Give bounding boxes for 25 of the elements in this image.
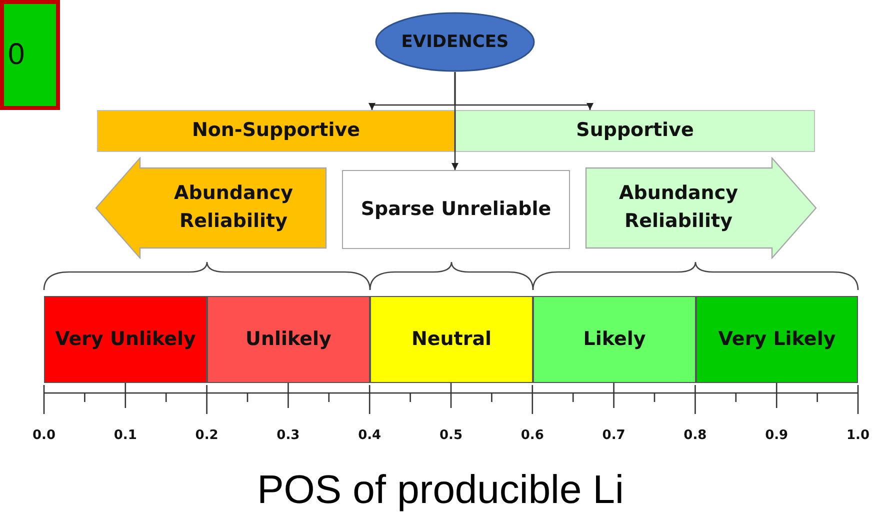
left-arrow-shape: Abundancy Reliability xyxy=(95,157,327,259)
tick-label: 0.6 xyxy=(520,428,544,443)
tick-label: 0.5 xyxy=(439,428,463,443)
scale-segment: Likely xyxy=(533,296,696,383)
tick-label: 0.9 xyxy=(765,428,788,443)
status-box: 0 xyxy=(0,0,60,110)
tick-label: 1.0 xyxy=(846,428,870,443)
tick-label: 0.1 xyxy=(114,428,137,443)
tick-label: 0.4 xyxy=(358,428,382,443)
tick-label: 0.7 xyxy=(602,428,626,443)
tick-label: 0.8 xyxy=(684,428,707,443)
evidence-ellipse: EVIDENCES xyxy=(375,12,535,72)
axis-caption: POS of producible Li xyxy=(256,468,625,513)
right-arrow-shape: Abundancy Reliability xyxy=(585,157,817,259)
arrow xyxy=(452,72,458,170)
process-box: Sparse Unreliable xyxy=(342,170,570,249)
scale-segment: Neutral xyxy=(370,296,533,383)
scale-segment: Very Likely xyxy=(696,296,858,383)
tick-label: 0.0 xyxy=(32,428,56,443)
scale-segment: Unlikely xyxy=(207,296,370,383)
scale-segment: Very Unlikely xyxy=(44,296,207,383)
category-bar: Supportive xyxy=(455,110,815,152)
tick-label: 0.3 xyxy=(276,428,300,443)
tick-label: 0.2 xyxy=(195,428,218,443)
category-bar: Non-Supportive xyxy=(97,110,455,152)
